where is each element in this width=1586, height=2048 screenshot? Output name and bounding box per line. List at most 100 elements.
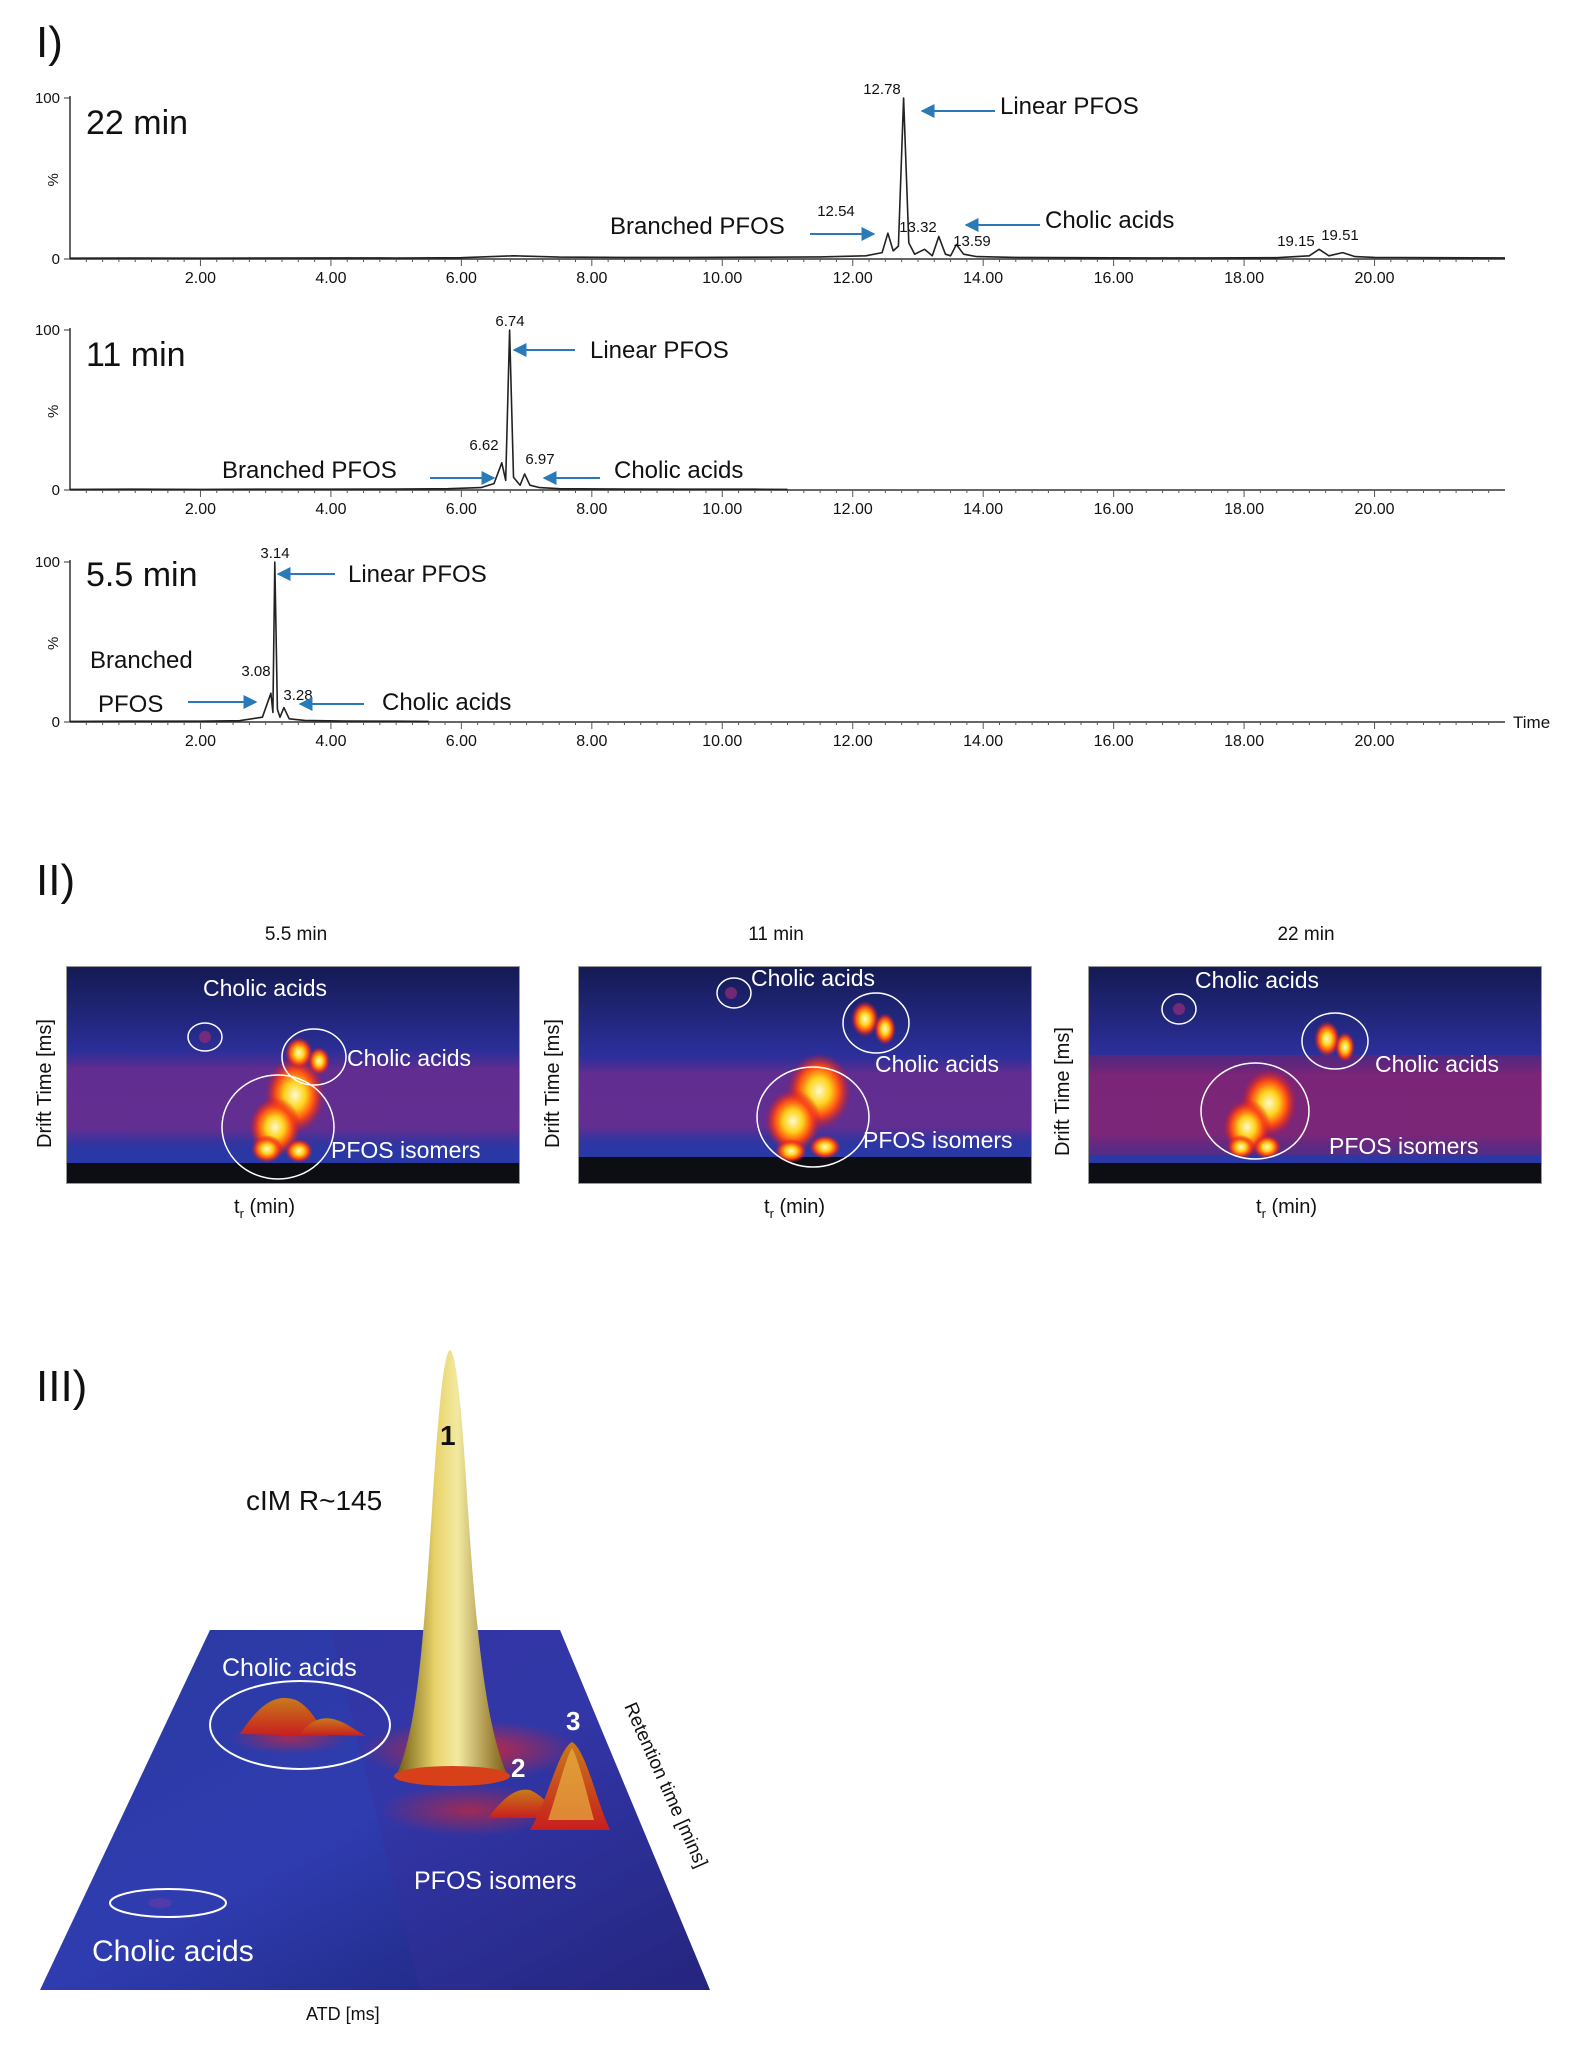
chromatogram-title: 22 min bbox=[86, 104, 188, 142]
heatmap-1-title: 5.5 min bbox=[264, 924, 328, 945]
chromatogram-stack: 0 100% 2.00 4.00 6.00 8.00 10.00 12.00 14.00 16.0… bbox=[35, 81, 1550, 750]
annotation-label: Branched PFOS bbox=[610, 213, 785, 240]
heatmap-1-xlabel: tr (min) bbox=[234, 1196, 296, 1221]
x-tick-label: 4.00 bbox=[315, 501, 346, 518]
x-tick-label: 18.00 bbox=[1224, 270, 1264, 287]
heatmap-3-ylabel: Drift Time [ms] bbox=[1052, 1027, 1074, 1156]
annotation-label: Cholic acids bbox=[614, 457, 743, 484]
chromatogram-title: 5.5 min bbox=[86, 556, 198, 594]
heatmap-2-xlabel: tr (min) bbox=[764, 1196, 826, 1221]
x-tick-label: 16.00 bbox=[1094, 270, 1134, 287]
heatmap-3: Cholic acids Cholic acids PFOS isomers bbox=[1088, 966, 1542, 1184]
peak-1 bbox=[396, 1350, 508, 1776]
surface-title: cIM R~145 bbox=[246, 1485, 382, 1516]
heatmap-1-label-cholic-top: Cholic acids bbox=[203, 975, 327, 1001]
annotation-label: Linear PFOS bbox=[590, 337, 729, 364]
x-axis-label: Time bbox=[1513, 713, 1550, 732]
peak-label: 19.15 bbox=[1277, 233, 1315, 250]
heatmap-3-label-cholic-top: Cholic acids bbox=[1195, 967, 1319, 993]
peak-label: 3.28 bbox=[283, 687, 312, 704]
x-tick-label: 2.00 bbox=[185, 501, 216, 518]
x-tick-label: 6.00 bbox=[446, 270, 477, 287]
x-tick-label: 4.00 bbox=[315, 270, 346, 287]
y-tick-label: 100 bbox=[35, 90, 60, 107]
annotation-label: Cholic acids bbox=[382, 689, 511, 716]
y-axis-label: % bbox=[45, 173, 62, 186]
heatmap-2-title: 11 min bbox=[748, 924, 804, 945]
x-tick-label: 4.00 bbox=[315, 733, 346, 750]
series-line-1-0 bbox=[69, 329, 788, 491]
x-tick-label: 2.00 bbox=[185, 733, 216, 750]
peak-1-label: 1 bbox=[440, 1420, 456, 1451]
heatmap-2-label-cholic-top: Cholic acids bbox=[751, 966, 875, 991]
heatmap-2: Cholic acids Cholic acids PFOS isomers bbox=[578, 966, 1032, 1184]
x-tick-label: 12.00 bbox=[833, 733, 873, 750]
surface-label-pfos: PFOS isomers bbox=[414, 1867, 577, 1895]
heatmap-3-label-pfos: PFOS isomers bbox=[1329, 1133, 1479, 1159]
panel-label-iii: III) bbox=[36, 1362, 88, 1411]
x-tick-label: 18.00 bbox=[1224, 733, 1264, 750]
x-tick-label: 8.00 bbox=[576, 501, 607, 518]
x-tick-label: 20.00 bbox=[1355, 501, 1395, 518]
heatmap-1-label-pfos: PFOS isomers bbox=[331, 1137, 481, 1163]
heatmap-1-image bbox=[67, 967, 519, 1183]
y-tick-label: 0 bbox=[52, 251, 60, 268]
x-tick-label: 20.00 bbox=[1355, 733, 1395, 750]
series-line-0-0 bbox=[69, 97, 1506, 260]
x-tick-label: 14.00 bbox=[963, 270, 1003, 287]
peak-label: 6.97 bbox=[525, 451, 554, 468]
heatmap-1: Cholic acids Cholic acids PFOS isomers bbox=[66, 966, 520, 1184]
y-tick-label: 0 bbox=[52, 714, 60, 731]
heatmap-3-image bbox=[1089, 967, 1541, 1183]
peak-label: 6.74 bbox=[495, 313, 524, 330]
peak-label: 13.32 bbox=[899, 219, 937, 236]
heatmap-2-image bbox=[579, 967, 1031, 1183]
x-tick-label: 20.00 bbox=[1355, 270, 1395, 287]
x-tick-label: 16.00 bbox=[1094, 501, 1134, 518]
y-tick-label: 100 bbox=[35, 322, 60, 339]
surface-xlabel: ATD [ms] bbox=[306, 2004, 380, 2024]
series-line-2-0 bbox=[69, 561, 429, 723]
peak-3-label: 3 bbox=[566, 1706, 580, 1736]
surface-label-cholic-top: Cholic acids bbox=[222, 1654, 357, 1682]
peak-2-label: 2 bbox=[511, 1753, 525, 1783]
heatmap-1-ylabel: Drift Time [ms] bbox=[34, 1019, 56, 1148]
x-tick-label: 18.00 bbox=[1224, 501, 1264, 518]
x-tick-label: 10.00 bbox=[702, 501, 742, 518]
y-tick-label: 0 bbox=[52, 482, 60, 499]
annotation-label: PFOS bbox=[98, 691, 163, 718]
heatmap-3-xlabel: tr (min) bbox=[1256, 1196, 1318, 1221]
annotation-label: Branched PFOS bbox=[222, 457, 397, 484]
x-tick-label: 2.00 bbox=[185, 270, 216, 287]
x-tick-label: 8.00 bbox=[576, 270, 607, 287]
peak-label: 3.14 bbox=[260, 545, 289, 562]
panel-label-ii: II) bbox=[36, 856, 76, 905]
heatmap-2-label-cholic-mid: Cholic acids bbox=[875, 1051, 999, 1077]
peak-label: 13.59 bbox=[953, 233, 991, 250]
annotation-label: Cholic acids bbox=[1045, 207, 1174, 234]
x-tick-label: 12.00 bbox=[833, 501, 873, 518]
y-axis-label: % bbox=[45, 405, 62, 418]
x-tick-label: 8.00 bbox=[576, 733, 607, 750]
x-tick-label: 6.00 bbox=[446, 733, 477, 750]
panel-label-i: I) bbox=[36, 18, 63, 67]
peak-label: 6.62 bbox=[469, 437, 498, 454]
x-tick-label: 14.00 bbox=[963, 733, 1003, 750]
x-tick-label: 6.00 bbox=[446, 501, 477, 518]
annotation-label: Linear PFOS bbox=[1000, 93, 1139, 120]
heatmap-2-label-pfos: PFOS isomers bbox=[863, 1127, 1013, 1153]
x-tick-label: 10.00 bbox=[702, 733, 742, 750]
heatmap-3-title: 22 min bbox=[1277, 924, 1335, 945]
heatmap-3-label-cholic-mid: Cholic acids bbox=[1375, 1051, 1499, 1077]
x-tick-label: 12.00 bbox=[833, 270, 873, 287]
y-tick-label: 100 bbox=[35, 554, 60, 571]
surface-label-cholic-bottom: Cholic acids bbox=[92, 1935, 254, 1968]
x-tick-label: 10.00 bbox=[702, 270, 742, 287]
peak-label: 3.08 bbox=[241, 663, 270, 680]
heatmap-2-ylabel: Drift Time [ms] bbox=[542, 1019, 564, 1148]
heatmap-1-label-cholic-mid: Cholic acids bbox=[347, 1045, 471, 1071]
annotation-label: Branched bbox=[90, 647, 193, 674]
surface-floor bbox=[40, 1630, 710, 1990]
x-tick-label: 14.00 bbox=[963, 501, 1003, 518]
peak-label: 12.54 bbox=[817, 203, 855, 220]
